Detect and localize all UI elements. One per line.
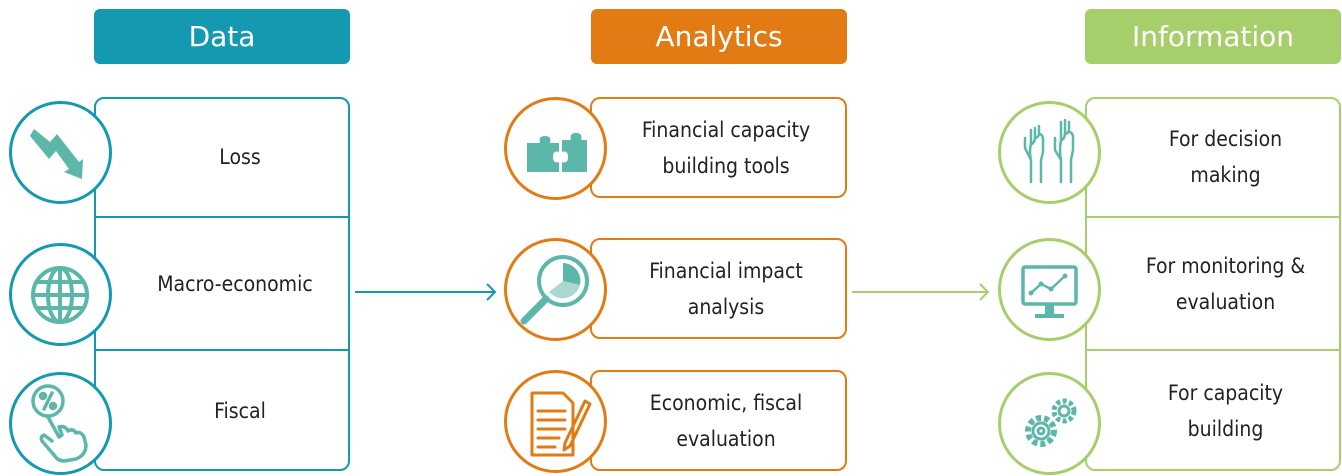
data-icon-circle: [9, 372, 112, 475]
item-label: Economic, fiscal evaluation: [649, 390, 803, 451]
data-item-macro-economic: Macro-economic: [120, 218, 350, 349]
data-item-loss: Loss: [130, 97, 350, 216]
gears-icon: [1025, 398, 1077, 447]
analytics-icon-circle: [504, 97, 607, 200]
item-label: Financial impact analysis: [649, 258, 803, 319]
data-divider: [94, 349, 350, 351]
magnifier-pie-icon: [520, 255, 589, 325]
trend-down-arrow-icon: [30, 129, 83, 179]
data-title: Data: [188, 20, 256, 53]
analytics-item-fiscal-evaluation: Economic, fiscal evaluation: [605, 370, 847, 471]
globe-icon: [31, 266, 89, 324]
item-label: Macro-economic: [157, 271, 313, 296]
data-to-analytics-arrow: [355, 283, 497, 301]
data-icon-circle: [9, 101, 112, 204]
item-label: For decision making: [1168, 126, 1283, 187]
information-divider: [1085, 216, 1341, 218]
raised-hands-icon: [1023, 118, 1075, 184]
information-icon-circle: [998, 101, 1101, 204]
analytics-header: Analytics: [591, 9, 847, 64]
information-icon-circle: [998, 372, 1101, 475]
analytics-box: [590, 97, 847, 198]
information-item-monitoring: For monitoring & evaluation: [1110, 218, 1341, 349]
information-header: Information: [1085, 9, 1341, 64]
item-label: Fiscal: [214, 399, 266, 423]
data-item-fiscal: Fiscal: [130, 351, 350, 471]
analytics-item-capacity-tools: Financial capacity building tools: [605, 97, 847, 198]
information-item-capacity-building: For capacity building: [1110, 351, 1341, 471]
monitor-chart-icon: [1021, 265, 1078, 318]
analytics-title: Analytics: [655, 20, 783, 53]
puzzle-icon: [527, 133, 587, 172]
item-label: Loss: [219, 144, 261, 169]
percent-hand-icon: [31, 384, 88, 463]
analytics-icon-circle: [504, 370, 607, 473]
information-item-decision-making: For decision making: [1110, 97, 1341, 216]
item-label: For monitoring & evaluation: [1145, 253, 1306, 314]
analytics-box: [590, 370, 847, 471]
item-label: Financial capacity building tools: [641, 117, 811, 178]
information-icon-circle: [998, 238, 1101, 341]
document-pen-icon: [530, 391, 592, 457]
data-divider: [94, 216, 350, 218]
analytics-box: [590, 238, 847, 339]
item-label: For capacity building: [1167, 381, 1284, 441]
information-divider: [1085, 349, 1341, 351]
information-title: Information: [1131, 20, 1295, 53]
data-icon-circle: [9, 243, 112, 346]
analytics-icon-circle: [504, 238, 607, 341]
data-header: Data: [94, 9, 350, 64]
data-box: [94, 97, 350, 471]
analytics-item-impact-analysis: Financial impact analysis: [605, 238, 847, 339]
analytics-to-information-arrow: [852, 283, 990, 301]
